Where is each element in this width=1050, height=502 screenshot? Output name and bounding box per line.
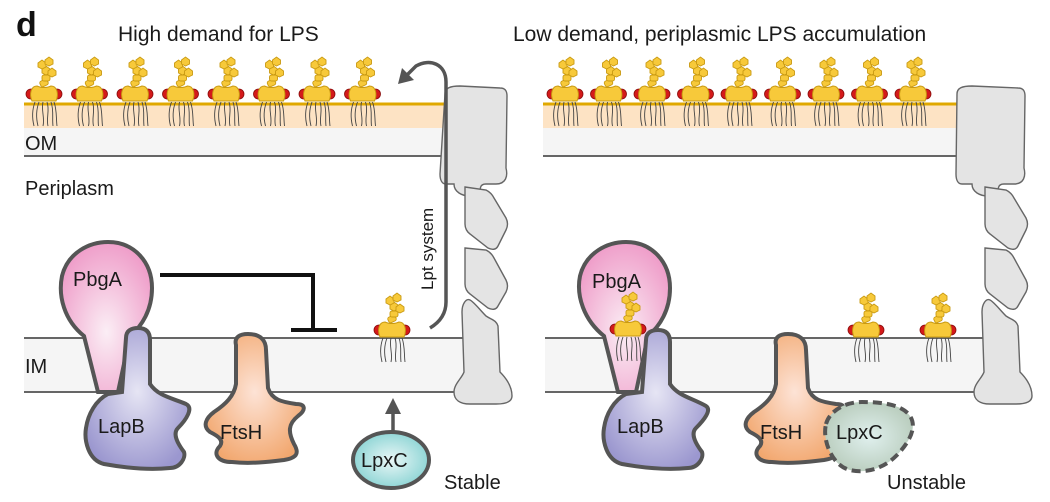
- ftsh-label: FtsH: [220, 422, 262, 444]
- lpt-system-label: Lpt system: [418, 208, 437, 290]
- lapb-protein-left: LapB: [83, 325, 192, 471]
- ftsh-protein-right: FtsH: [743, 331, 846, 465]
- left-panel: High demand for LPS OM Periplasm IM: [24, 23, 513, 494]
- lpxc-label: LpxC: [361, 450, 408, 472]
- left-panel-title: High demand for LPS: [118, 23, 319, 46]
- ftsh-label-right: FtsH: [760, 422, 802, 444]
- pbga-protein-right: PbgA: [577, 239, 673, 394]
- lpxc-state-stable: Stable: [444, 472, 501, 494]
- lapb-protein-right: LapB: [601, 327, 711, 471]
- outer-membrane-right: [543, 102, 960, 157]
- right-panel: Low demand, periplasmic LPS accumulation…: [513, 23, 1033, 494]
- lpt-transport-arrow: [398, 60, 448, 330]
- lpxc-label-right: LpxC: [836, 422, 883, 444]
- arrowhead-icon: [398, 68, 414, 84]
- arrow-up-icon: [385, 398, 401, 414]
- lapb-label: LapB: [98, 416, 145, 438]
- lpxc-protein-left: LpxC: [351, 398, 431, 490]
- panel-letter: d: [16, 6, 37, 44]
- lapb-label-right: LapB: [617, 416, 664, 438]
- right-panel-title: Low demand, periplasmic LPS accumulation: [513, 23, 926, 46]
- lpxc-state-unstable: Unstable: [887, 472, 966, 494]
- outer-membrane-left: [24, 102, 444, 157]
- pbga-label-right: PbgA: [592, 271, 642, 293]
- lpxc-protein-right: LpxC: [823, 399, 915, 474]
- pbga-label: PbgA: [73, 269, 123, 291]
- lpt-system-right: [955, 85, 1033, 405]
- periplasm-label: Periplasm: [25, 178, 114, 200]
- inhibition-arrow: [160, 273, 337, 332]
- ftsh-protein-left: FtsH: [203, 331, 306, 465]
- im-label: IM: [25, 356, 47, 378]
- pbga-protein-left: PbgA: [58, 239, 155, 394]
- om-label: OM: [25, 133, 57, 155]
